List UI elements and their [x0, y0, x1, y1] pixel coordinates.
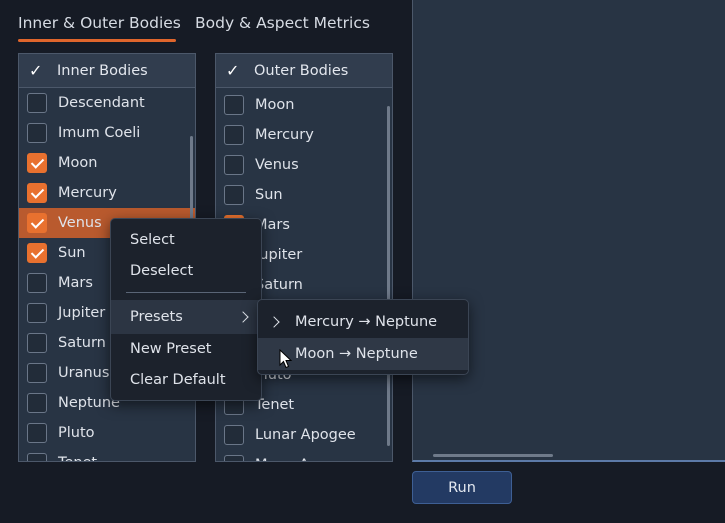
list-item-label: Saturn — [58, 335, 106, 351]
list-item[interactable]: Mercury — [19, 178, 195, 208]
checkbox-checked[interactable] — [27, 213, 47, 233]
list-item[interactable]: Tenet — [19, 448, 195, 461]
preset-item-mercury-neptune[interactable]: Mercury → Neptune — [258, 306, 468, 338]
chevron-right-icon — [237, 311, 249, 323]
checkbox-checked[interactable] — [27, 153, 47, 173]
list-item-label: Descendant — [58, 95, 145, 111]
list-item[interactable]: Saturn — [19, 328, 195, 358]
chevron-right-icon — [268, 316, 280, 328]
checkbox[interactable] — [27, 393, 47, 413]
list-item[interactable]: Pluto — [19, 418, 195, 448]
menu-item-new-preset[interactable]: New Preset — [130, 341, 212, 357]
menu-item-clear-default[interactable]: Clear Default — [130, 372, 226, 388]
checkbox[interactable] — [224, 455, 244, 461]
list-item-label: Uranus — [58, 365, 110, 381]
view-horizontal-scrollbar[interactable] — [433, 454, 553, 457]
menu-item-presets-label: Presets — [130, 309, 183, 325]
list-item[interactable]: Sun — [19, 238, 195, 268]
mouse-cursor-icon — [279, 349, 293, 369]
checkbox[interactable] — [27, 303, 47, 323]
outer-list-scrollbar[interactable] — [387, 106, 390, 446]
list-item-label: Venus — [58, 215, 102, 231]
presets-submenu: Mercury → Neptune Moon → Neptune — [257, 299, 469, 375]
chart-view-area — [412, 0, 725, 462]
list-item-label: Pluto — [58, 425, 95, 441]
check-all-icon[interactable]: ✓ — [29, 61, 43, 80]
list-item[interactable]: Imum Coeli — [19, 118, 195, 148]
checkbox[interactable] — [27, 453, 47, 461]
run-button[interactable]: Run — [412, 471, 512, 504]
list-item-label: Tenet — [58, 455, 97, 461]
list-item-label: Jupiter — [255, 247, 303, 263]
list-item-label: Jupiter — [58, 305, 106, 321]
list-item-label: Saturn — [255, 277, 303, 293]
menu-item-deselect[interactable]: Deselect — [130, 263, 194, 279]
list-item[interactable]: Sun — [216, 180, 392, 210]
checkbox[interactable] — [27, 423, 47, 443]
list-item-label: Sun — [58, 245, 86, 261]
checkbox[interactable] — [224, 425, 244, 445]
list-item-label: Mars — [58, 275, 93, 291]
list-item[interactable]: Mars — [19, 268, 195, 298]
preset-item-label: Moon → Neptune — [295, 346, 418, 362]
list-item-label: Sun — [255, 187, 283, 203]
checkbox[interactable] — [224, 125, 244, 145]
outer-bodies-header[interactable]: ✓ Outer Bodies — [216, 54, 392, 88]
list-item-label: Mars — [255, 217, 290, 233]
checkbox[interactable] — [27, 333, 47, 353]
checkbox[interactable] — [224, 185, 244, 205]
inner-list-scrollbar[interactable] — [190, 136, 193, 296]
inner-bodies-header[interactable]: ✓ Inner Bodies — [19, 54, 195, 88]
inner-bodies-title: Inner Bodies — [57, 62, 148, 79]
list-item[interactable]: Descendant — [19, 88, 195, 118]
checkbox[interactable] — [27, 363, 47, 383]
checkbox[interactable] — [27, 123, 47, 143]
list-item-label: Moon — [255, 97, 295, 113]
outer-bodies-title: Outer Bodies — [254, 62, 349, 79]
check-all-icon[interactable]: ✓ — [226, 61, 240, 80]
menu-item-select[interactable]: Select — [130, 232, 175, 248]
list-item-label: Mercury — [255, 127, 314, 143]
list-item[interactable]: Venus — [216, 150, 392, 180]
active-tab-indicator — [18, 39, 176, 42]
list-item-label: Neptune — [58, 395, 120, 411]
list-item-label: Imum Coeli — [58, 125, 141, 141]
list-item[interactable]: Mean Apogee — [216, 450, 392, 461]
checkbox-checked[interactable] — [27, 243, 47, 263]
preset-item-moon-neptune[interactable]: Moon → Neptune — [258, 338, 468, 370]
list-item-label: Lunar Apogee — [255, 427, 356, 443]
list-item[interactable]: Neptune — [19, 388, 195, 418]
checkbox[interactable] — [224, 155, 244, 175]
list-item[interactable]: Moon — [216, 90, 392, 120]
list-item[interactable]: Lunar Apogee — [216, 420, 392, 450]
list-item-label: Mean Apogee — [255, 457, 354, 461]
list-item[interactable]: Mercury — [216, 120, 392, 150]
tab-body-aspect-metrics[interactable]: Body & Aspect Metrics — [195, 14, 370, 32]
context-menu: Select Deselect Presets New Preset Clear… — [110, 218, 262, 401]
checkbox[interactable] — [27, 93, 47, 113]
preset-item-label: Mercury → Neptune — [295, 314, 438, 330]
list-item-label: Venus — [255, 157, 299, 173]
tab-inner-outer-bodies[interactable]: Inner & Outer Bodies — [18, 14, 181, 32]
menu-separator — [126, 292, 246, 293]
list-item-label: Moon — [58, 155, 98, 171]
checkbox-checked[interactable] — [27, 183, 47, 203]
list-item[interactable]: Moon — [19, 148, 195, 178]
checkbox[interactable] — [224, 95, 244, 115]
list-item[interactable]: Uranus — [19, 358, 195, 388]
list-item[interactable]: Jupiter — [19, 298, 195, 328]
menu-item-presets[interactable]: Presets — [111, 300, 261, 334]
list-item-label: Tenet — [255, 397, 295, 413]
checkbox[interactable] — [27, 273, 47, 293]
list-item-label: Mercury — [58, 185, 117, 201]
